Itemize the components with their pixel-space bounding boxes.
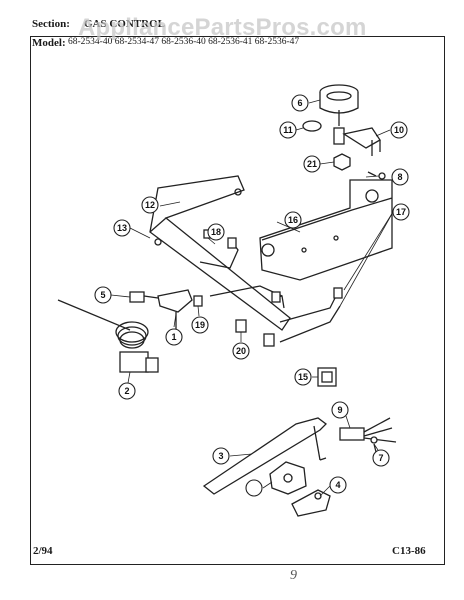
svg-text:21: 21 xyxy=(307,159,317,169)
callout-3: 3 xyxy=(212,447,230,465)
callout-12: 12 xyxy=(141,196,159,214)
footer-page-mark: 9 xyxy=(290,568,297,583)
svg-text:17: 17 xyxy=(396,207,406,217)
callout-8: 8 xyxy=(391,168,409,186)
model-label: Model: xyxy=(32,37,66,49)
svg-text:20: 20 xyxy=(236,346,246,356)
part-15-block xyxy=(317,367,337,387)
callout-16: 16 xyxy=(284,211,302,229)
callout-6: 6 xyxy=(291,94,309,112)
svg-text:4: 4 xyxy=(335,480,340,490)
footer-date: 2/94 xyxy=(33,545,53,557)
callout-19: 19 xyxy=(191,316,209,334)
watermark-text: AppliancePartsPros.com xyxy=(78,14,367,41)
svg-text:12: 12 xyxy=(145,200,155,210)
callout-4: 4 xyxy=(329,476,347,494)
svg-text:18: 18 xyxy=(211,227,221,237)
page-frame xyxy=(30,36,445,565)
part-11-o-ring xyxy=(302,120,322,132)
footer-page-code: C13-86 xyxy=(392,545,426,557)
svg-text:3: 3 xyxy=(218,451,223,461)
svg-text:2: 2 xyxy=(124,386,129,396)
section-label: Section: xyxy=(32,18,70,30)
part-8-screw xyxy=(367,171,386,180)
part-21-nut xyxy=(333,153,351,171)
callout-1: 1 xyxy=(165,328,183,346)
callout-18: 18 xyxy=(207,223,225,241)
callout-5: 5 xyxy=(94,286,112,304)
part-19-fitting xyxy=(193,295,203,307)
capillary-tube xyxy=(57,299,131,331)
part-5-clip xyxy=(129,291,159,303)
part-14-regulator xyxy=(269,461,307,495)
part-9-connector xyxy=(339,417,397,443)
svg-text:8: 8 xyxy=(397,172,402,182)
part-20-fitting xyxy=(235,319,247,333)
svg-text:11: 11 xyxy=(283,125,293,135)
part-16-bracket xyxy=(259,179,393,281)
part-3-igniter-bracket xyxy=(202,417,327,495)
svg-text:19: 19 xyxy=(195,320,205,330)
callout-14 xyxy=(245,479,263,497)
svg-text:5: 5 xyxy=(100,290,105,300)
part-7-screw xyxy=(370,436,378,453)
callout-7: 7 xyxy=(372,449,390,467)
part-6-valve-knob xyxy=(319,84,359,126)
svg-text:6: 6 xyxy=(297,98,302,108)
svg-text:13: 13 xyxy=(117,223,127,233)
svg-text:9: 9 xyxy=(337,405,342,415)
callout-15: 15 xyxy=(294,368,312,386)
model-list: 68-2534-40 68-2534-47 68-2536-40 68-2536… xyxy=(68,37,300,47)
callout-2: 2 xyxy=(118,382,136,400)
svg-text:16: 16 xyxy=(288,215,298,225)
svg-text:7: 7 xyxy=(378,453,383,463)
callout-21: 21 xyxy=(303,155,321,173)
callout-9: 9 xyxy=(331,401,349,419)
section-value: GAS CONTROL xyxy=(84,18,165,30)
part-1-valve xyxy=(157,289,193,330)
part-4-igniter xyxy=(291,489,331,517)
callout-20: 20 xyxy=(232,342,250,360)
part-10-igniter xyxy=(333,127,381,156)
callout-11: 11 xyxy=(279,121,297,139)
callout-10: 10 xyxy=(390,121,408,139)
callout-17: 17 xyxy=(392,203,410,221)
svg-text:15: 15 xyxy=(298,372,308,382)
part-2-thermostat xyxy=(115,321,159,373)
svg-text:1: 1 xyxy=(171,332,176,342)
svg-text:10: 10 xyxy=(394,125,404,135)
callout-13: 13 xyxy=(113,219,131,237)
